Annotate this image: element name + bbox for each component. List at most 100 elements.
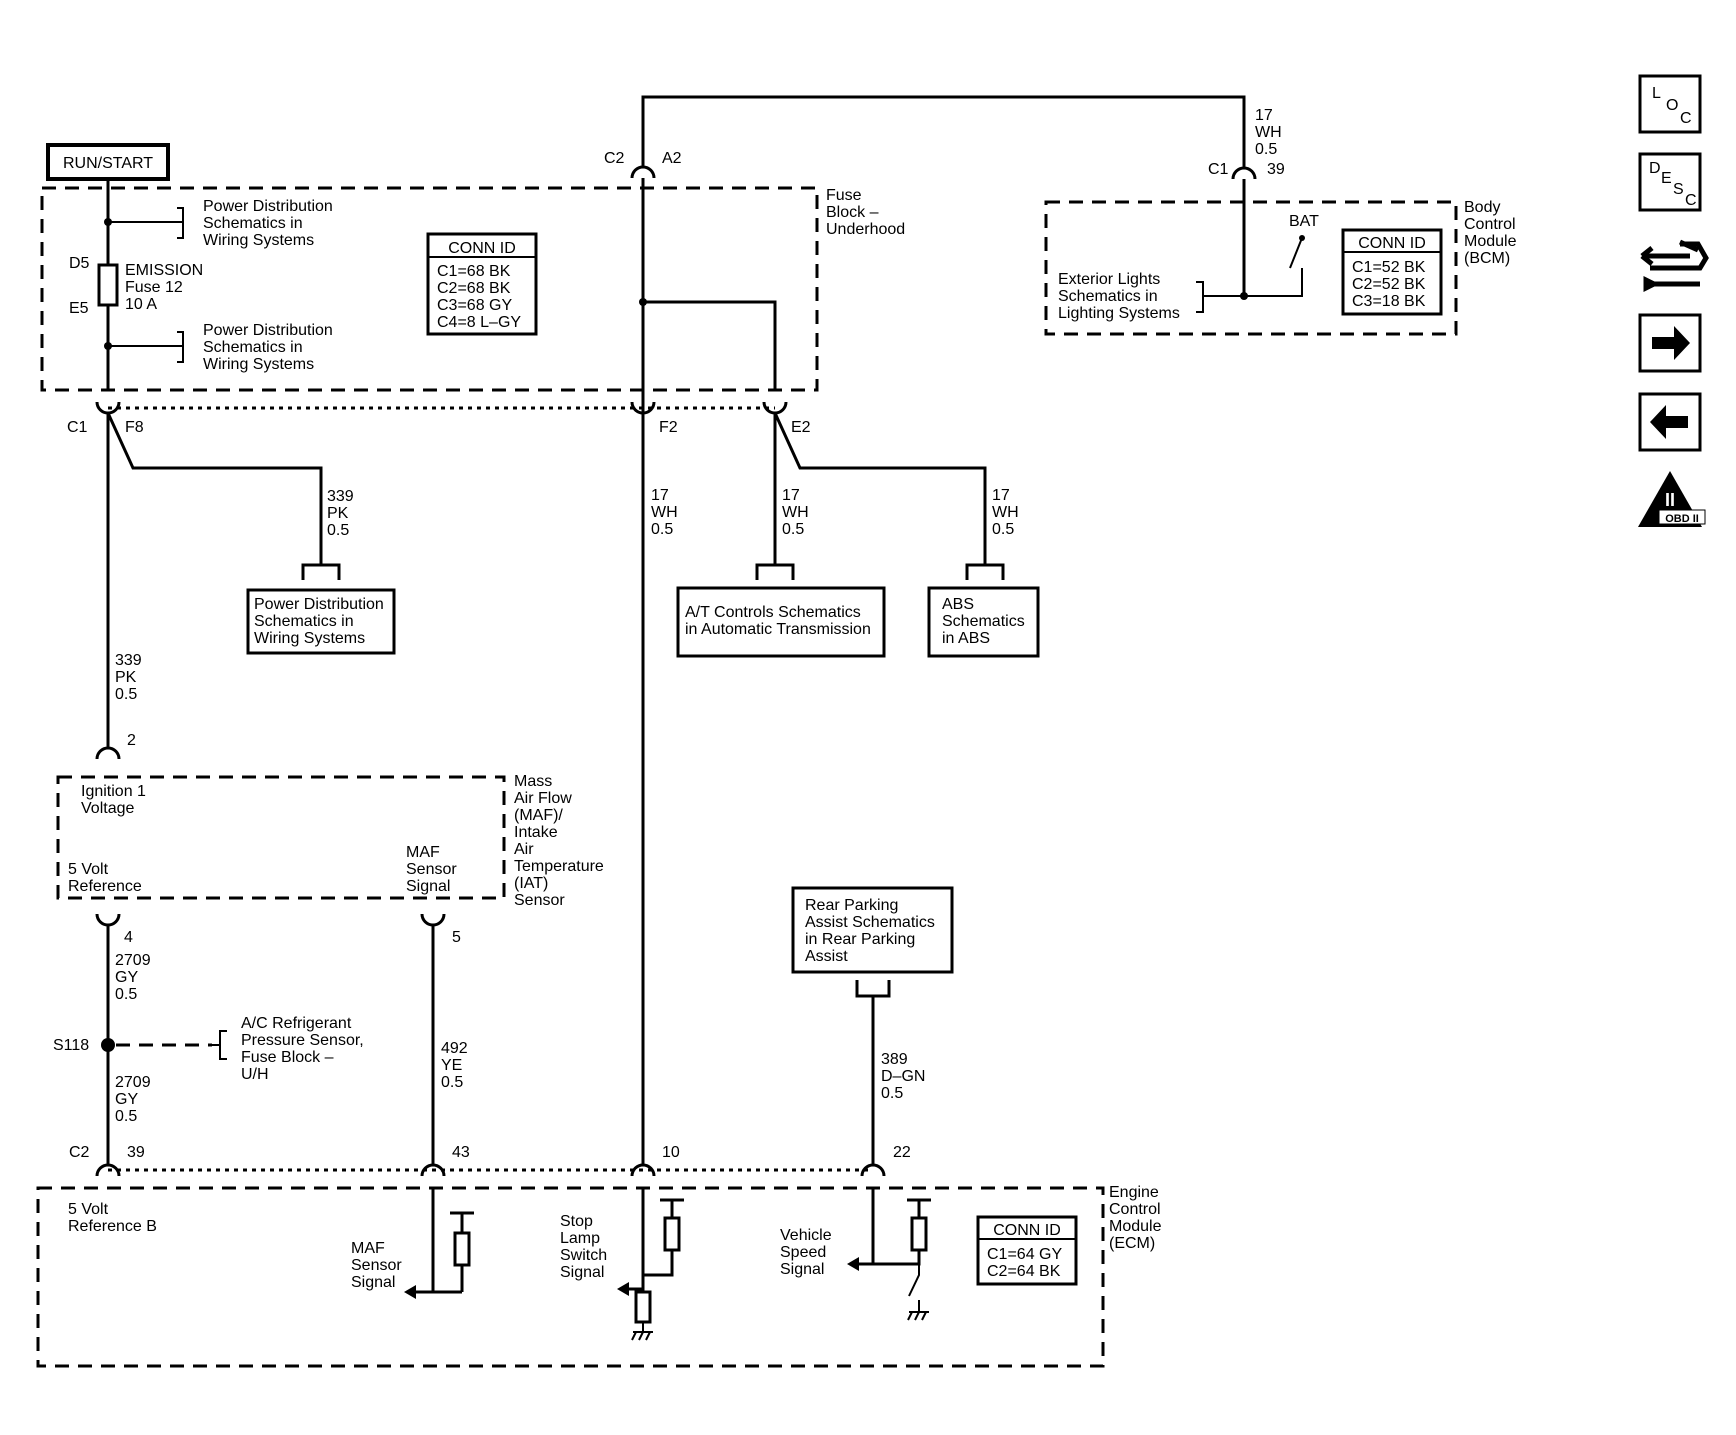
fuse-block-conn-id-box xyxy=(426,232,538,336)
ext-lights-bracket xyxy=(1196,281,1208,313)
maf-pin-4: 4 xyxy=(124,929,133,946)
pin-f8: F8 xyxy=(125,419,144,436)
ecm-pin-39: 39 xyxy=(127,1144,145,1161)
fuse-block-outline xyxy=(40,186,819,392)
vss-switch xyxy=(908,1264,920,1312)
previous-page-button[interactable] xyxy=(1638,392,1702,452)
vss-pullup-link xyxy=(873,1250,921,1266)
ecm-outline xyxy=(36,1186,1105,1368)
pd-ref-bracket-2 xyxy=(108,331,184,363)
maf-pin-2: 2 xyxy=(127,732,136,749)
bcm-conn-id-box xyxy=(1341,228,1443,316)
ecm-vss-label: Vehicle Speed Signal xyxy=(780,1227,836,1278)
ecm-conn-id-title: CONN ID xyxy=(993,1222,1061,1239)
dgn-wire-label: 389 D–GN 0.5 xyxy=(881,1051,930,1102)
obd-ii-button[interactable]: II OBD II xyxy=(1638,471,1706,527)
svg-text:C: C xyxy=(1680,110,1692,127)
ecm-conn-id-lines: C1=64 GY C2=64 BK xyxy=(987,1246,1066,1280)
connector-ecm-pin-22 xyxy=(860,1163,886,1177)
ye-wire-label: 492 YE 0.5 xyxy=(441,1040,472,1091)
pd-reference-text: Power Distribution Schematics in Wiring … xyxy=(254,596,388,647)
maf-ignition-label: Ignition 1 Voltage xyxy=(81,783,150,817)
maf-sensor-outline xyxy=(56,775,506,900)
rear-parking-reference-text: Rear Parking Assist Schematics in Rear P… xyxy=(805,897,939,965)
at-box-connector xyxy=(755,563,795,580)
wh-f2-wire-label: 17 WH 0.5 xyxy=(651,487,682,538)
maf-signal-arrow xyxy=(404,1285,416,1299)
gy-lower-wire-label: 2709 GY 0.5 xyxy=(115,1074,155,1125)
bcm-conn-id-lines: C1=52 BK C2=52 BK C3=18 BK xyxy=(1352,259,1430,310)
pk-branch-wire-label: 339 PK 0.5 xyxy=(327,488,358,539)
fuse-label: EMISSION Fuse 12 10 A xyxy=(125,262,208,313)
connector-c1-f2 xyxy=(630,401,656,415)
abs-box-connector xyxy=(965,563,1005,580)
maf-sensor-name: Mass Air Flow (MAF)/ Intake Air Temperat… xyxy=(514,773,608,909)
connector-maf-pin-4 xyxy=(95,913,121,927)
pd-box-connector xyxy=(301,563,341,580)
connector-bcm-c1-39 xyxy=(1231,166,1257,180)
vss-arrow xyxy=(847,1257,859,1271)
ac-ref-text: A/C Refrigerant Pressure Sensor, Fuse Bl… xyxy=(241,1015,368,1083)
abs-reference-box[interactable] xyxy=(927,586,1040,658)
ground-symbol xyxy=(631,1322,653,1341)
at-reference-text: A/T Controls Schematics in Automatic Tra… xyxy=(685,604,871,638)
fuse-12-symbol xyxy=(97,263,119,307)
loc-button[interactable]: L O C xyxy=(1638,74,1702,134)
ecm-vref-b-label: 5 Volt Reference B xyxy=(68,1201,157,1235)
ecm-conn-id-box xyxy=(976,1215,1078,1286)
svg-text:C: C xyxy=(1685,192,1697,209)
rear-parking-reference-box[interactable] xyxy=(791,886,954,974)
svg-text:L: L xyxy=(1652,85,1661,102)
fuse-top-connector: C2 xyxy=(604,150,625,167)
rear-parking-connector xyxy=(855,980,891,998)
connector-jump-button[interactable] xyxy=(1640,239,1709,293)
wh-abs-wire-label: 17 WH 0.5 xyxy=(992,487,1023,538)
ecm-maf-signal-label: MAF Sensor Signal xyxy=(351,1240,406,1291)
svg-text:O: O xyxy=(1666,97,1678,114)
run-start-label: RUN/START xyxy=(63,155,153,172)
fuse-pin-d5: D5 xyxy=(69,255,90,272)
bcm-wire-label: 17 WH 0.5 xyxy=(1255,107,1286,158)
connector-ecm-pin-43 xyxy=(420,1163,446,1177)
pd-reference-box[interactable] xyxy=(246,588,396,655)
maf-signal-label: MAF Sensor Signal xyxy=(406,844,461,895)
pd-ref-bracket-1 xyxy=(108,207,184,239)
connector-maf-pin-2 xyxy=(95,746,121,760)
wh-at-wire-label: 17 WH 0.5 xyxy=(782,487,813,538)
fuse-top-pin: A2 xyxy=(662,150,682,167)
arrow-left-icon xyxy=(1650,405,1688,439)
svg-text:S: S xyxy=(1673,181,1684,198)
gy-upper-wire-label: 2709 GY 0.5 xyxy=(115,952,155,1003)
next-page-button[interactable] xyxy=(1638,313,1702,373)
stop-lamp-pulldown-resistor xyxy=(634,1290,652,1324)
ext-lights-ref: Exterior Lights Schematics in Lighting S… xyxy=(1058,271,1180,322)
svg-text:D: D xyxy=(1649,160,1661,177)
fuse-pin-e5: E5 xyxy=(69,300,89,317)
maf-pullup-resistor xyxy=(453,1231,471,1267)
splice-s118 xyxy=(101,1038,115,1052)
connector-ecm-pin-39 xyxy=(95,1163,121,1177)
bcm-conn-id-title: CONN ID xyxy=(1358,235,1426,252)
obd-ii-numeral: II xyxy=(1665,490,1675,510)
splice-label: S118 xyxy=(53,1037,89,1054)
bcm-bat-label: BAT xyxy=(1289,213,1319,230)
bcm-outline xyxy=(1044,200,1458,336)
fuse-conn-id-lines: C1=68 BK C2=68 BK C3=68 GY C4=8 L–GY xyxy=(437,263,521,331)
arrow-right-icon xyxy=(1652,326,1690,360)
ground-symbol xyxy=(907,1311,929,1321)
fuse-conn-id-title: CONN ID xyxy=(448,240,516,257)
maf-vref-label: 5 Volt Reference xyxy=(68,861,142,895)
connector-maf-pin-5 xyxy=(420,913,446,927)
ecm-pin-22: 22 xyxy=(893,1144,911,1161)
ac-ref-bracket xyxy=(212,1030,227,1060)
connector-ecm-pin-10 xyxy=(630,1163,656,1177)
abs-reference-text: ABS Schematics in ABS xyxy=(942,596,1029,647)
pin-e2: E2 xyxy=(791,419,811,436)
vss-pullup-resistor xyxy=(910,1216,928,1252)
pin-f2: F2 xyxy=(659,419,678,436)
desc-button[interactable]: D E S C xyxy=(1638,152,1702,212)
bcm-bat-switch xyxy=(1208,237,1303,297)
bat-terminal xyxy=(1299,235,1305,241)
vss-pullup-supply xyxy=(907,1198,931,1218)
at-reference-box[interactable] xyxy=(676,586,886,658)
